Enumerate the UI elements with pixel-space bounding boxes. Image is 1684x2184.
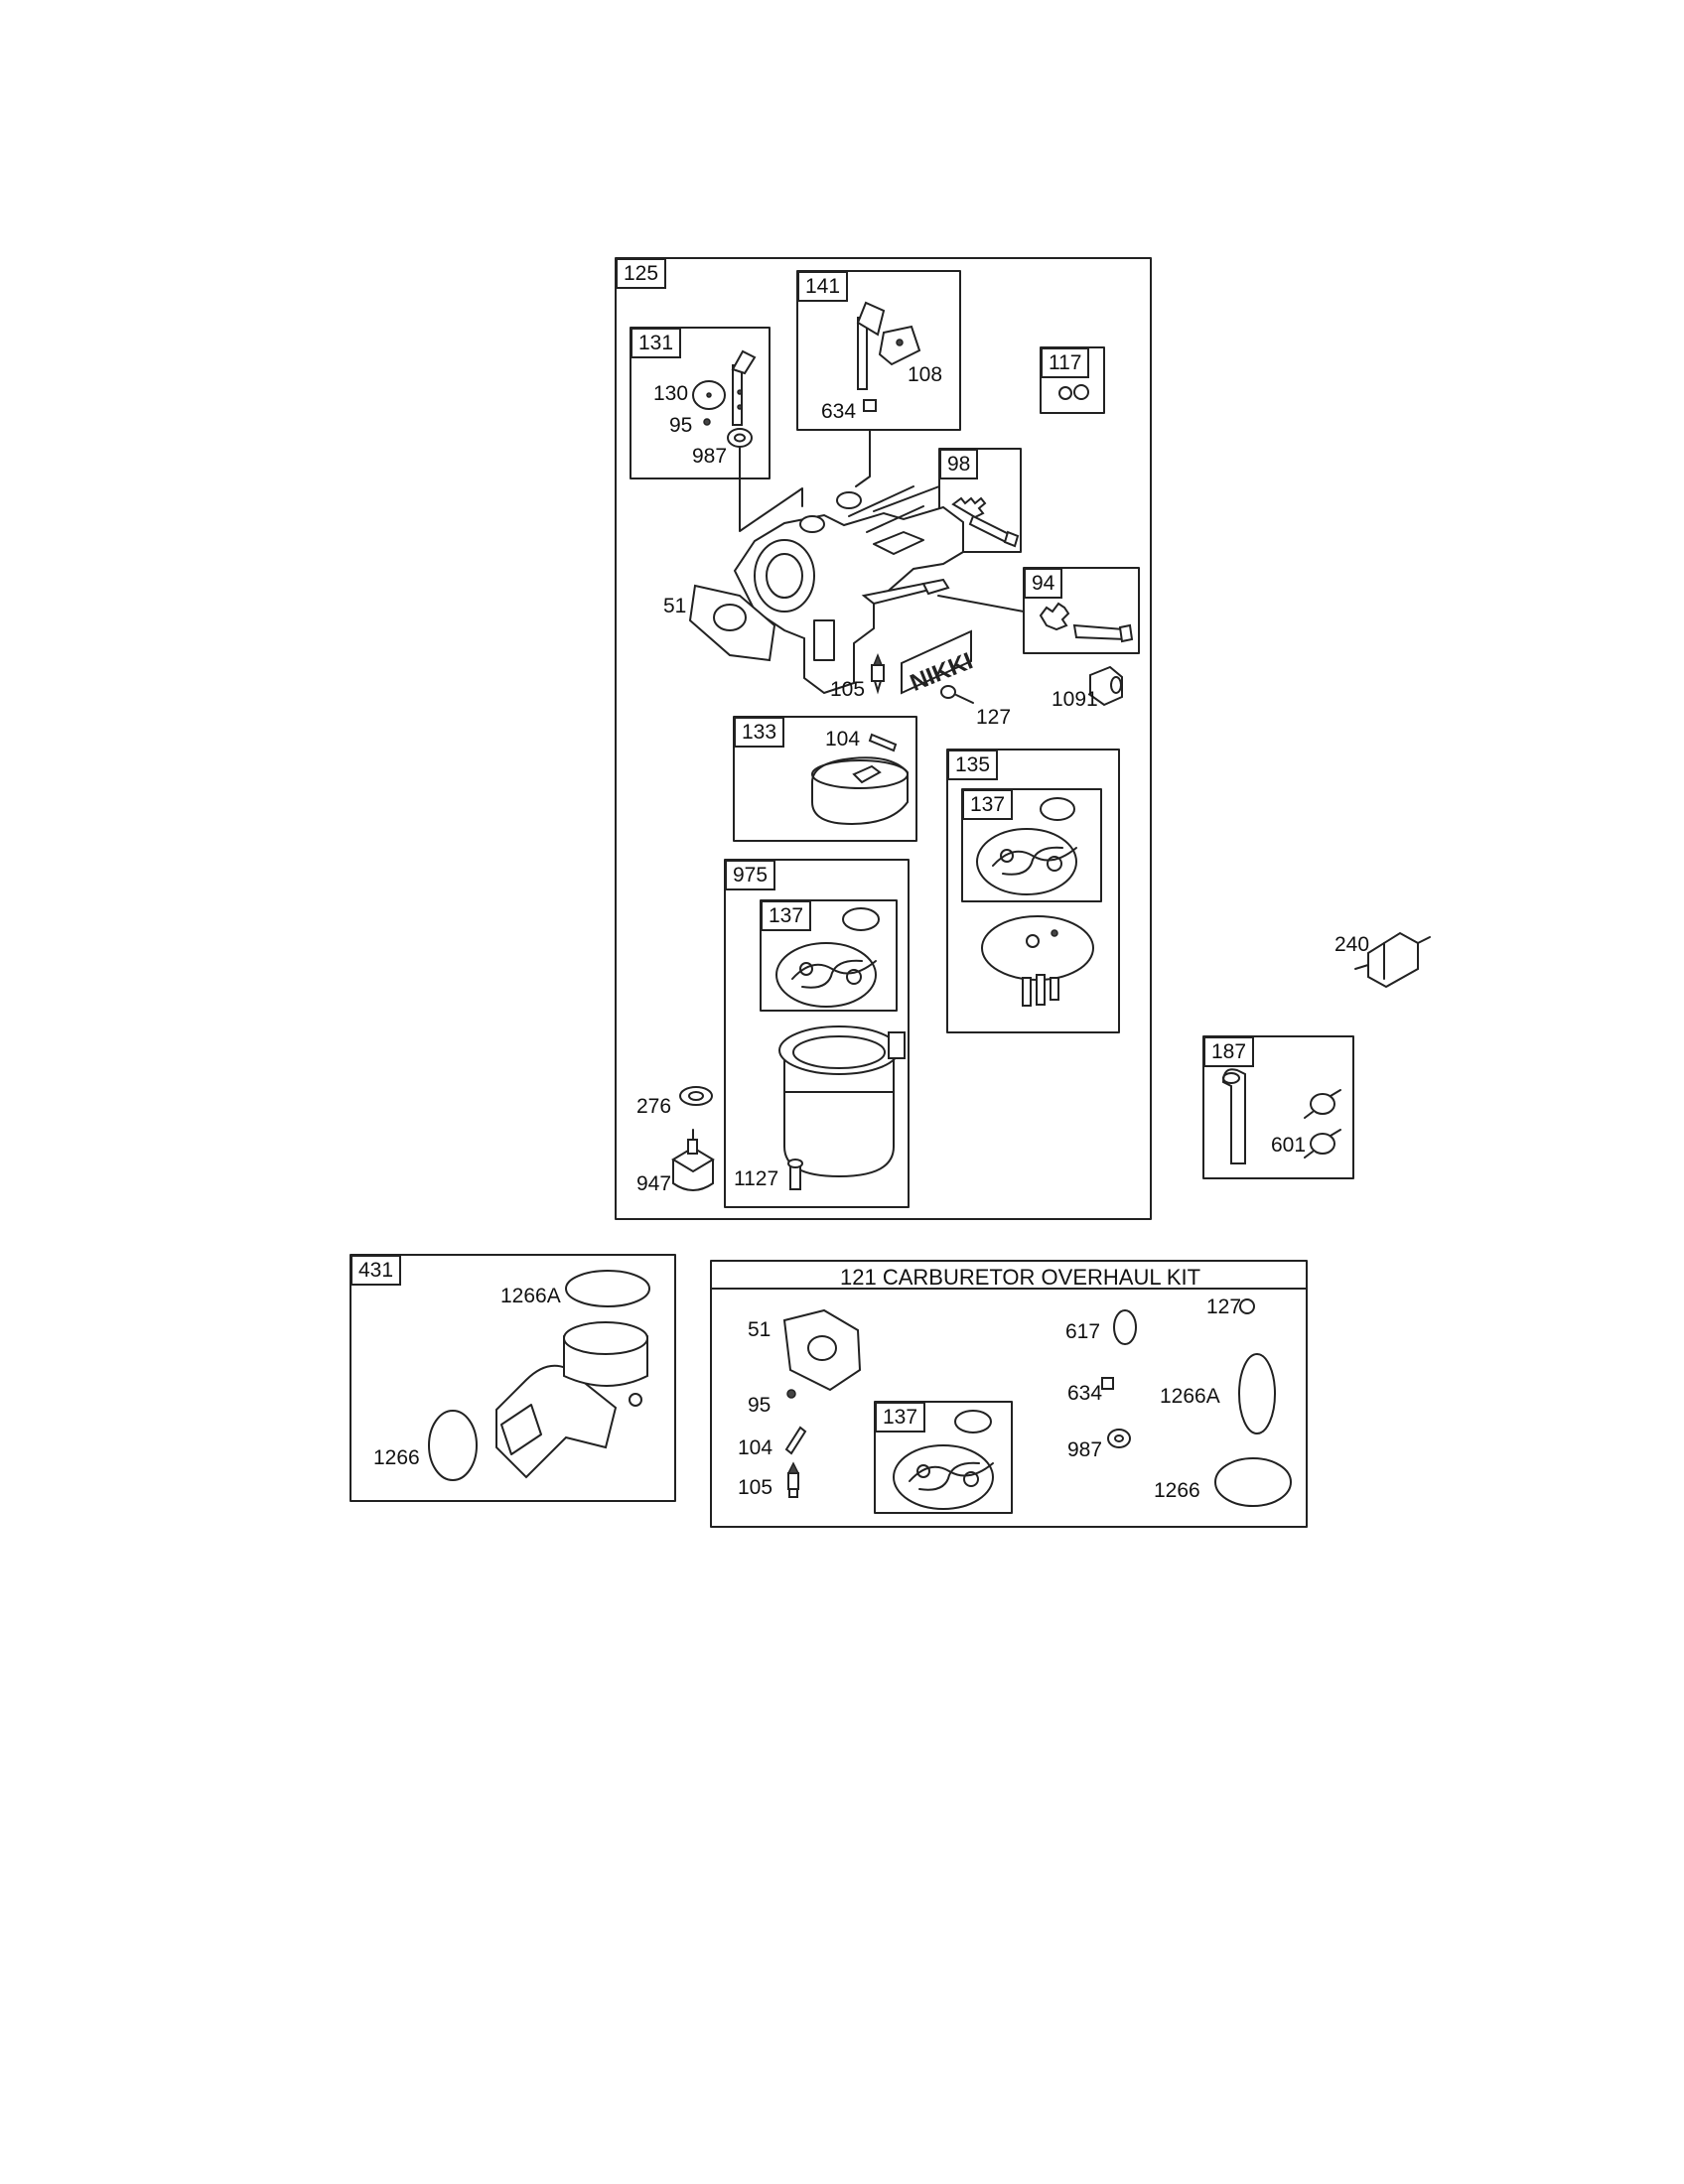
frame-137-c bbox=[874, 1401, 1013, 1514]
part-label-601: 601 bbox=[1271, 1134, 1307, 1157]
box-tag-137-a: 137 bbox=[962, 789, 1014, 821]
kit-label-617: 617 bbox=[1065, 1320, 1101, 1343]
mixture-screw-drawing bbox=[1039, 602, 1134, 643]
solenoid-947-drawing bbox=[671, 1129, 715, 1191]
fuel-bowl-plate-drawing bbox=[981, 915, 1094, 1007]
solenoid-1091-drawing bbox=[1089, 665, 1123, 707]
part-label-127: 127 bbox=[976, 706, 1012, 729]
fitting-117-drawing bbox=[1058, 384, 1089, 400]
kit-label-634: 634 bbox=[1067, 1382, 1103, 1405]
needle-105-drawing bbox=[871, 652, 885, 695]
frame-133 bbox=[733, 716, 917, 842]
kit-label-1266A: 1266A bbox=[1160, 1385, 1220, 1408]
kit-screw-95-drawing bbox=[786, 1389, 796, 1399]
part-label-1091: 1091 bbox=[1052, 688, 1098, 711]
part-label-1266: 1266 bbox=[373, 1446, 420, 1469]
intake-adapter-431-drawing bbox=[428, 1270, 650, 1481]
part-label-51: 51 bbox=[663, 595, 687, 617]
part-label-95: 95 bbox=[669, 414, 693, 437]
box-tag-137-b: 137 bbox=[761, 900, 812, 932]
kit-label-51: 51 bbox=[748, 1318, 772, 1341]
throttle-shaft-drawing bbox=[692, 349, 757, 448]
hose-187-drawing bbox=[1221, 1068, 1246, 1164]
box-tag-117: 117 bbox=[1041, 347, 1090, 379]
frame-975 bbox=[724, 859, 910, 1208]
gasket-51-drawing bbox=[688, 584, 776, 662]
kit-label-987: 987 bbox=[1067, 1438, 1103, 1461]
box-tag-125: 125 bbox=[616, 258, 667, 290]
part-label-108: 108 bbox=[908, 363, 943, 386]
frame-431 bbox=[350, 1254, 676, 1502]
kit-pin-104-drawing bbox=[784, 1426, 807, 1455]
kit-gasket-51-drawing bbox=[782, 1308, 862, 1392]
kit-seal-127-drawing bbox=[1239, 1298, 1255, 1314]
fuel-bowl-975-drawing bbox=[778, 1025, 906, 1178]
frame-131 bbox=[630, 327, 771, 479]
part-label-240: 240 bbox=[1334, 933, 1370, 956]
idle-screw-drawing bbox=[951, 496, 1020, 548]
frame-137-a bbox=[961, 788, 1102, 902]
choke-shaft-drawing bbox=[856, 301, 921, 412]
frame-187 bbox=[1202, 1035, 1354, 1179]
screw-1127-drawing bbox=[787, 1159, 803, 1190]
kit-label-1266: 1266 bbox=[1154, 1479, 1200, 1502]
seal-127-drawing bbox=[940, 685, 974, 704]
gasket-137-b-drawing bbox=[775, 907, 880, 1008]
box-tag-94: 94 bbox=[1024, 568, 1063, 600]
part-label-987: 987 bbox=[692, 445, 728, 468]
nikki-label-drawing: NIKKI bbox=[901, 629, 977, 697]
box-tag-141: 141 bbox=[797, 271, 849, 303]
part-label-130: 130 bbox=[653, 382, 689, 405]
part-label-1127: 1127 bbox=[734, 1167, 779, 1190]
box-tag-135: 135 bbox=[947, 750, 999, 781]
fuel-filter-240-drawing bbox=[1354, 931, 1431, 989]
frame-98 bbox=[938, 448, 1022, 553]
kit-gasket-137-c-drawing bbox=[893, 1410, 994, 1510]
part-label-104: 104 bbox=[825, 728, 861, 751]
box-tag-137-c: 137 bbox=[875, 1402, 926, 1433]
frame-137-b bbox=[760, 899, 898, 1012]
washer-276-drawing bbox=[679, 1086, 713, 1106]
box-tag-131: 131 bbox=[631, 328, 682, 359]
box-tag-133: 133 bbox=[734, 717, 785, 749]
float-133-drawing bbox=[811, 733, 909, 826]
frame-135 bbox=[946, 749, 1120, 1033]
kit-ring-1266A-drawing bbox=[1238, 1353, 1276, 1434]
box-tag-187: 187 bbox=[1203, 1036, 1255, 1068]
kit-needle-105-drawing bbox=[786, 1461, 800, 1498]
frame-kit bbox=[710, 1260, 1308, 1528]
kit-washer-987-drawing bbox=[1107, 1429, 1131, 1448]
kit-label-104: 104 bbox=[738, 1436, 773, 1459]
box-tag-431: 431 bbox=[351, 1255, 402, 1287]
kit-seat-634-drawing bbox=[1101, 1377, 1114, 1390]
part-label-947: 947 bbox=[636, 1172, 672, 1195]
part-label-1266A: 1266A bbox=[500, 1285, 561, 1307]
part-label-105: 105 bbox=[830, 678, 866, 701]
box-tag-975: 975 bbox=[725, 860, 776, 891]
kit-title: 121 CARBURETOR OVERHAUL KIT bbox=[840, 1265, 1201, 1290]
clamps-601-drawing bbox=[1304, 1089, 1341, 1159]
kit-label-105: 105 bbox=[738, 1476, 773, 1499]
part-label-276: 276 bbox=[636, 1095, 672, 1118]
frame-141 bbox=[796, 270, 961, 431]
kit-ring-1266-drawing bbox=[1214, 1457, 1292, 1507]
kit-label-95: 95 bbox=[748, 1394, 772, 1417]
kit-label-127: 127 bbox=[1206, 1296, 1242, 1318]
kit-oring-617-drawing bbox=[1113, 1309, 1137, 1345]
frame-125 bbox=[615, 257, 1152, 1220]
box-tag-98: 98 bbox=[939, 449, 979, 480]
gasket-137-a-drawing bbox=[976, 797, 1077, 895]
part-label-634: 634 bbox=[821, 400, 857, 423]
carburetor-body-drawing bbox=[733, 485, 964, 695]
